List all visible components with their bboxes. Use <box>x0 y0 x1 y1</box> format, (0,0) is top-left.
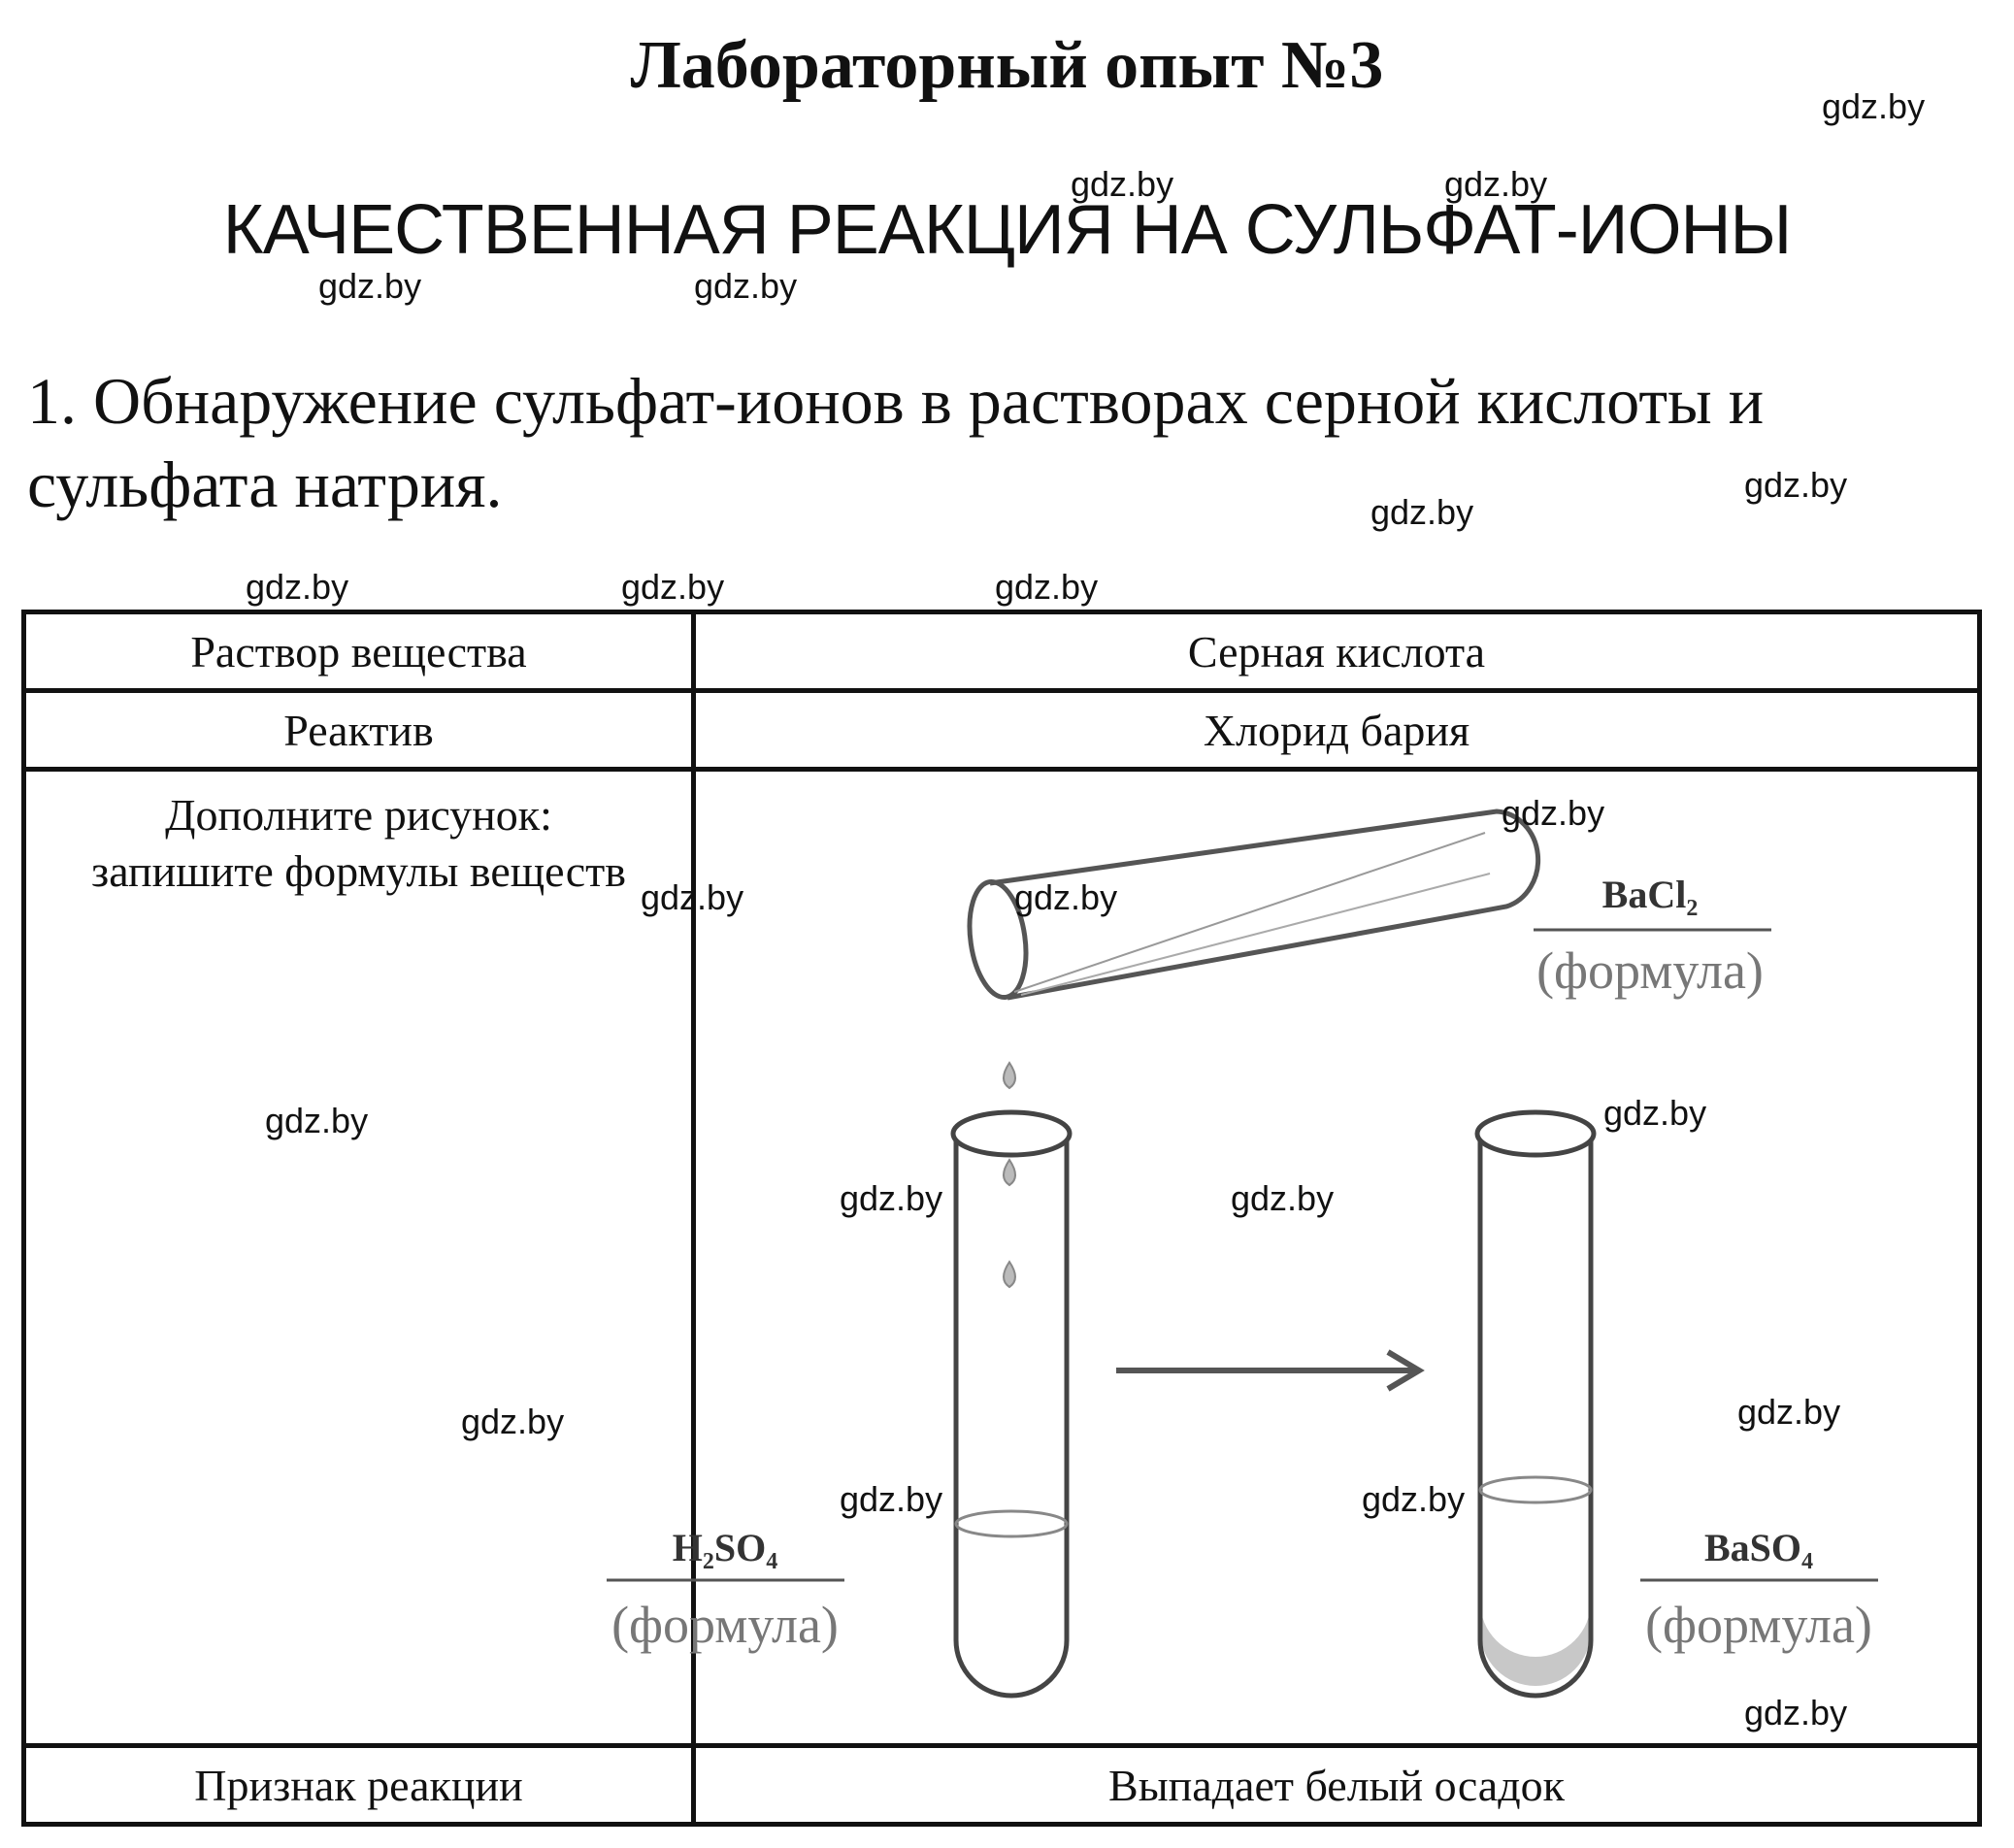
watermark: gdz.by <box>1822 86 1926 126</box>
watermark: gdz.by <box>621 567 725 607</box>
watermark: gdz.by <box>1362 1479 1466 1519</box>
initial-formula: H₂SO₄ <box>673 1526 777 1569</box>
dropper-tube-icon <box>967 808 1541 1001</box>
watermark: gdz.by <box>318 266 422 306</box>
watermark: gdz.by <box>1744 1693 1848 1732</box>
row-label: Реактив <box>21 688 696 772</box>
page-title: Лабораторный опыт №3 <box>630 28 1384 103</box>
row-value: Выпадает белый осадок <box>691 1743 1982 1827</box>
table-row: Признак реакции Выпадает белый осадок <box>21 1743 1982 1827</box>
watermark: gdz.by <box>1071 164 1174 204</box>
watermark: gdz.by <box>1502 793 1605 833</box>
watermark: gdz.by <box>1444 164 1548 204</box>
row-value: Серная кислота <box>691 610 1982 693</box>
watermark: gdz.by <box>246 567 349 607</box>
reagent-formula-label: BaCl₂ (формула) <box>1534 873 1771 1000</box>
watermark: gdz.by <box>840 1479 943 1519</box>
table-row: Раствор вещества Серная кислота <box>21 610 1982 693</box>
test-tube-left-icon <box>950 1109 1073 1699</box>
initial-formula-label: H₂SO₄ (формула) <box>607 1526 844 1654</box>
lab-table: Раствор вещества Серная кислота Реактив … <box>21 610 1982 1827</box>
watermark: gdz.by <box>265 1101 369 1140</box>
formula-caption: (формула) <box>1536 941 1764 1000</box>
row-label: Признак реакции <box>21 1743 696 1827</box>
watermark: gdz.by <box>1370 492 1474 532</box>
watermark: gdz.by <box>995 567 1099 607</box>
watermark: gdz.by <box>461 1402 565 1441</box>
reagent-formula: BaCl₂ <box>1602 873 1699 916</box>
task-statement: 1. Обнаружение сульфат-ионов в растворах… <box>27 364 1765 521</box>
formula-caption: (формула) <box>1645 1596 1872 1654</box>
watermark: gdz.by <box>1744 465 1848 505</box>
watermark: gdz.by <box>1737 1392 1841 1432</box>
row-value: Хлорид бария <box>691 688 1982 772</box>
watermark: gdz.by <box>694 266 798 306</box>
watermark: gdz.by <box>1603 1093 1707 1133</box>
row-label: Раствор вещества <box>21 610 696 693</box>
product-formula: BaSO₄ <box>1704 1526 1813 1569</box>
instruction-text: Дополните рисунок: запишите формулы веще… <box>21 767 696 1748</box>
watermark: gdz.by <box>1231 1178 1335 1218</box>
watermark: gdz.by <box>641 877 744 917</box>
watermark: gdz.by <box>840 1178 943 1218</box>
reaction-diagram: BaCl₂ (формула) H₂SO₄ (формула) BaSO₄ (ф… <box>607 808 1878 1699</box>
page-subtitle: КАЧЕСТВЕННАЯ РЕАКЦИЯ НА СУЛЬФАТ-ИОНЫ <box>222 191 1793 269</box>
product-formula-label: BaSO₄ (формула) <box>1640 1526 1878 1654</box>
arrow-icon <box>1116 1349 1425 1392</box>
test-tube-right-icon <box>1474 1109 1597 1699</box>
table-row: Реактив Хлорид бария <box>21 688 1982 772</box>
drop-icon <box>1003 1061 1016 1289</box>
formula-caption: (формула) <box>611 1596 839 1654</box>
watermark: gdz.by <box>1014 877 1118 917</box>
